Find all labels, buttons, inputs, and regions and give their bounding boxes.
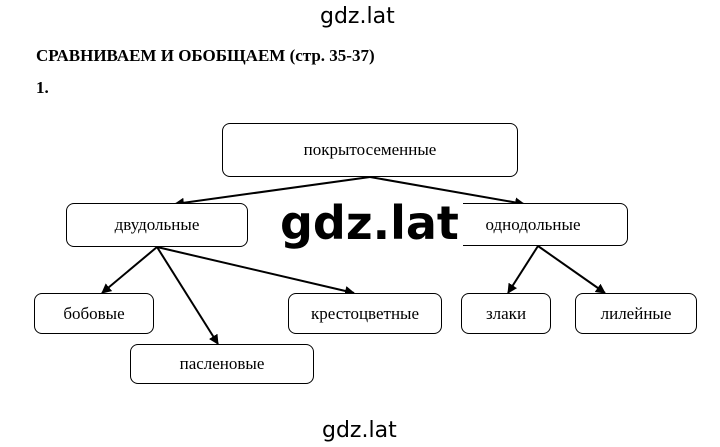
edge-dicots-legumes (101, 246, 158, 294)
edge-root-dicots (174, 176, 371, 208)
node-grasses: злаки (461, 293, 551, 334)
edge-monocots-lilies (537, 245, 606, 294)
watermark-bottom: gdz.lat (322, 418, 397, 443)
watermark-center: gdz.lat (276, 196, 463, 250)
node-dicots: двудольные (66, 203, 248, 247)
edge-root-monocots (369, 176, 525, 208)
node-crucifers: крестоцветные (288, 293, 442, 334)
edge-dicots-nightshades (156, 246, 219, 345)
section-title: СРАВНИВАЕМ И ОБОБЩАЕМ (стр. 35-37) (36, 46, 375, 65)
node-nightshades: пасленовые (130, 344, 314, 384)
task-number: 1. (36, 78, 49, 97)
edge-dicots-crucifers (156, 246, 355, 296)
node-angiosperms: покрытосеменные (222, 123, 518, 177)
node-monocots: однодольные (438, 203, 628, 246)
node-legumes: бобовые (34, 293, 154, 334)
node-lilies: лилейные (575, 293, 697, 334)
watermark-top: gdz.lat (320, 4, 395, 29)
edge-monocots-grasses (507, 245, 539, 294)
